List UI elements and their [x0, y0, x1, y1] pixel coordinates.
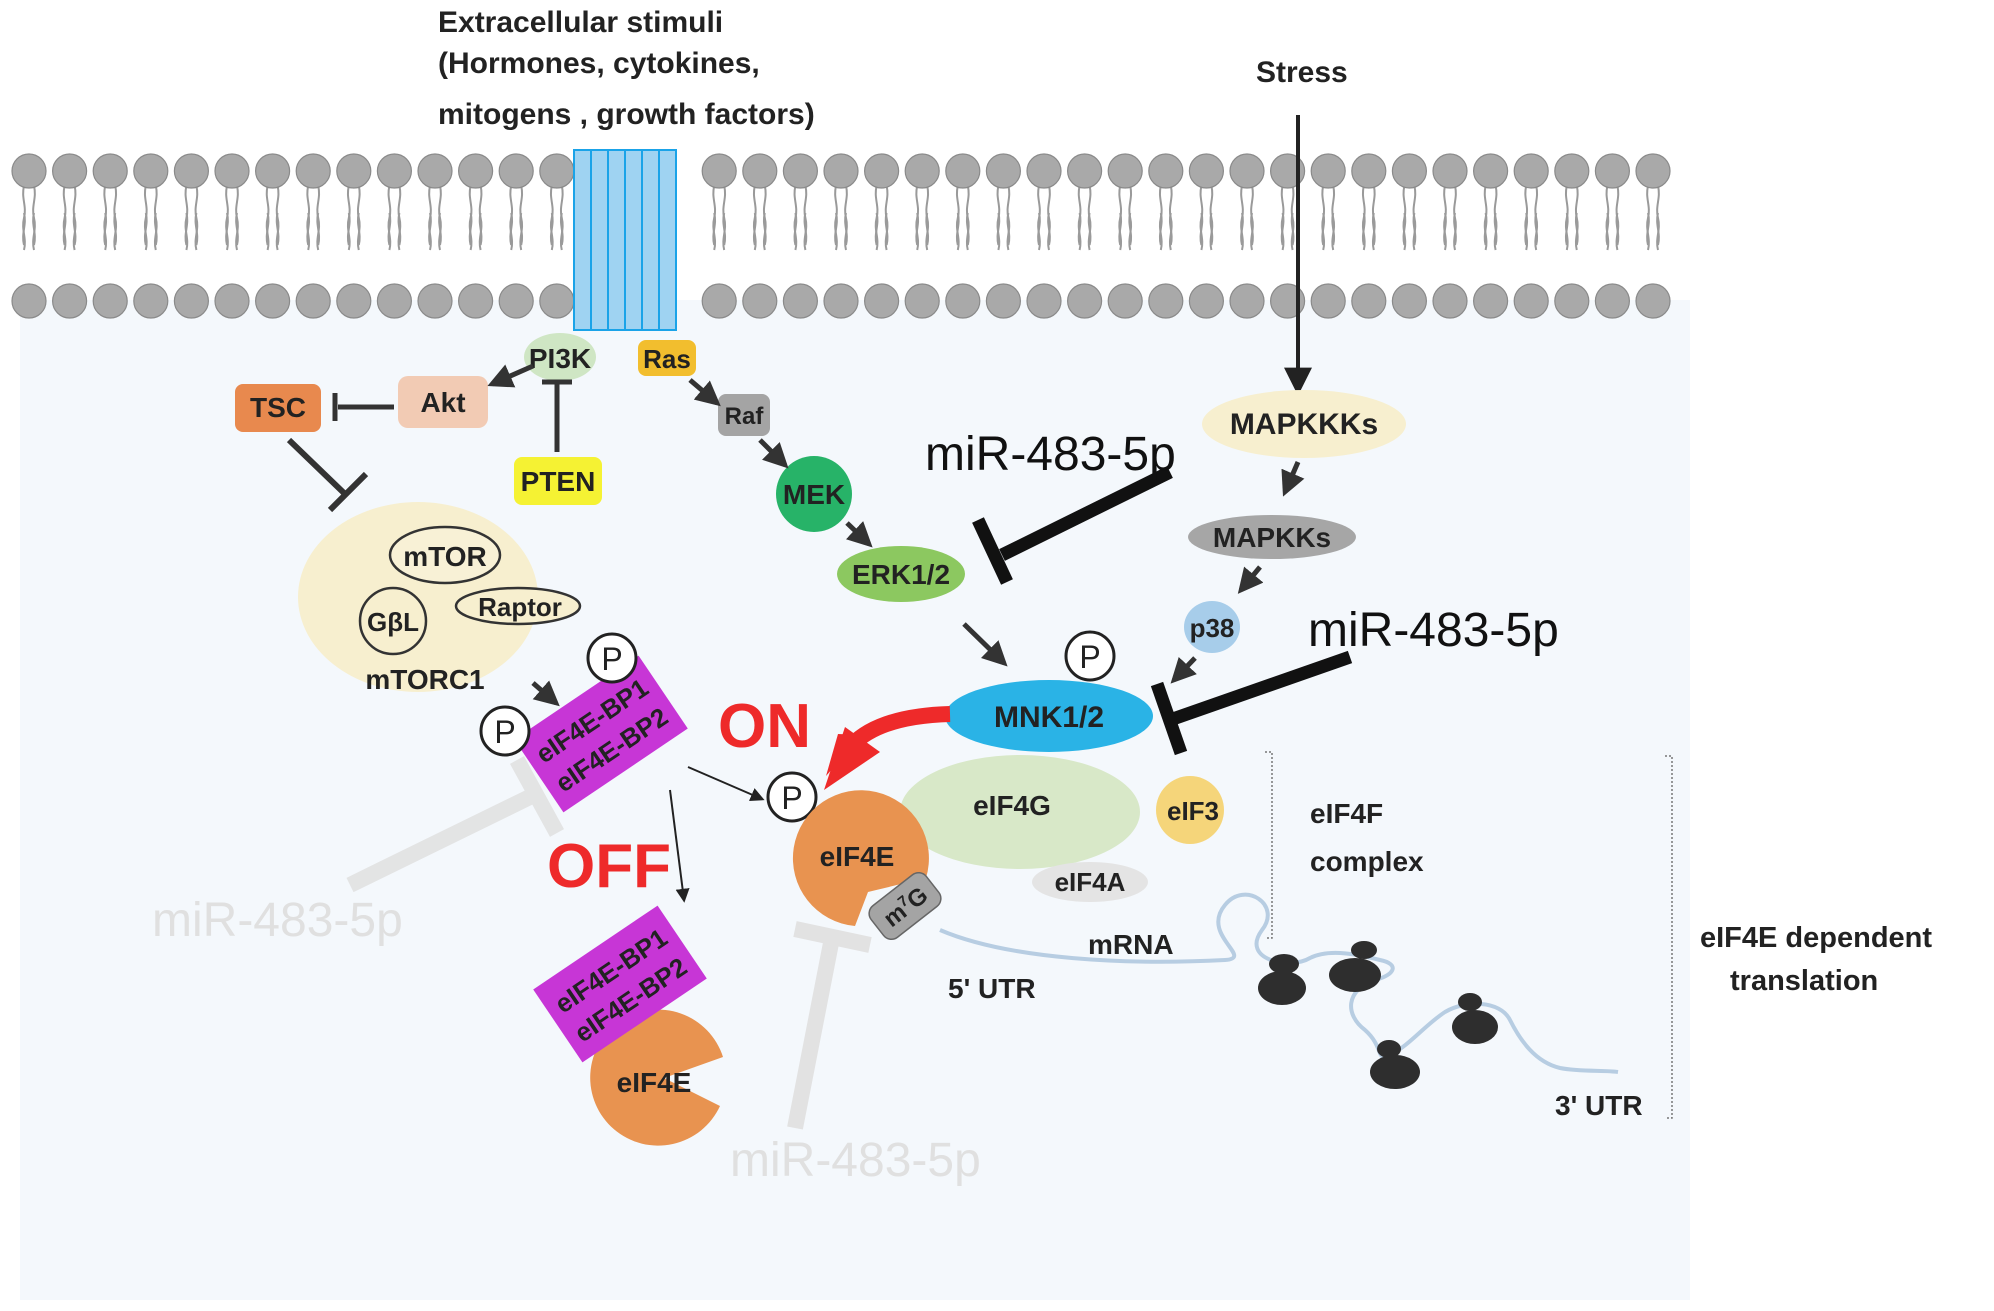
extracellular-stimuli-label-3: mitogens , growth factors) — [438, 98, 815, 131]
m7g-cap: m7G — [868, 871, 942, 941]
translation-label: eIF4E dependent — [1700, 922, 1932, 954]
akt-node — [398, 376, 488, 428]
mek-label: MEK — [783, 479, 845, 510]
ribosome-2 — [1329, 941, 1381, 992]
pten-label: PTEN — [521, 466, 596, 497]
phospho-eif4e: P — [766, 771, 818, 823]
p38-node — [1184, 601, 1240, 653]
off-label: OFF — [547, 832, 671, 901]
tsc-node — [235, 384, 321, 432]
utr3-label: 3' UTR — [1555, 1090, 1643, 1121]
mir-label-mnk: miR-483-5p — [1308, 604, 1559, 657]
mir-label-erk: miR-483-5p — [925, 428, 1176, 481]
faded-mir-inhibitor-bp — [346, 756, 565, 893]
membrane-receptor — [573, 149, 677, 331]
ribosome-4 — [1370, 1040, 1420, 1089]
mek-erk-arrow — [845, 521, 873, 548]
svg-text:P: P — [601, 641, 622, 677]
svg-text:P: P — [1079, 639, 1100, 675]
mir-inhibitor-mnk — [1150, 650, 1353, 756]
mrna-strand — [939, 892, 1619, 1074]
mir-label-faded-left: miR-483-5p — [152, 894, 403, 947]
mapkks-label: MAPKKs — [1213, 522, 1331, 553]
mrna-label: mRNA — [1088, 929, 1174, 960]
mnk-label: MNK1/2 — [994, 701, 1104, 734]
phospho-bp-top: P — [586, 632, 638, 684]
mapkkk-mapkk-arrow — [1281, 461, 1305, 497]
svg-text:P: P — [781, 780, 802, 816]
raf-label: Raf — [725, 403, 765, 430]
phospho-mnk: P — [1064, 630, 1116, 682]
pi3k-label: PI3K — [529, 343, 591, 374]
eif4f-label: eIF4F — [1310, 798, 1383, 829]
mapkk-p38-arrow — [1237, 565, 1264, 594]
eif4f-bracket — [1265, 751, 1273, 939]
eif4e-released — [590, 1009, 723, 1146]
raptor-label: Raptor — [478, 592, 562, 622]
cell-membrane — [11, 153, 1671, 319]
eif4e-main — [792, 790, 929, 926]
p38-mnk-arrow — [1170, 656, 1197, 684]
eif4a-node — [1032, 862, 1148, 902]
eif4a-label: eIF4A — [1055, 867, 1126, 897]
mnk-node — [945, 680, 1153, 752]
bp-to-eif4e-arrow — [687, 766, 765, 801]
raf-node — [718, 394, 770, 436]
pi3k-akt-arrow — [487, 363, 535, 388]
eif4g-node — [900, 755, 1140, 869]
bp-release-arrow — [669, 789, 690, 903]
ras-node — [638, 340, 696, 376]
mapkkks-node — [1202, 390, 1406, 458]
tsc-inhibits-mtorc1 — [286, 437, 348, 497]
phospho-bp-left: P — [479, 705, 531, 757]
translation-label-2: translation — [1730, 965, 1878, 997]
ribosome-1 — [1258, 954, 1306, 1005]
akt-label: Akt — [420, 387, 465, 418]
red-arrow-tip — [824, 727, 880, 790]
on-label: ON — [718, 692, 811, 761]
raptor-subunit — [454, 586, 582, 626]
gbl-subunit — [358, 586, 428, 656]
extracellular-stimuli-label: Extracellular stimuli — [438, 6, 723, 39]
mtorc1-complex — [298, 502, 538, 692]
mapkkks-label: MAPKKKs — [1230, 408, 1378, 441]
eif4g-label: eIF4G — [973, 790, 1051, 821]
faded-mir-inhibitor-eif4e — [787, 921, 872, 1130]
tsc-mtorc1-bar — [327, 471, 369, 513]
erk-node — [837, 546, 965, 602]
p38-label: p38 — [1190, 613, 1235, 643]
mtorc1-label: mTORC1 — [365, 664, 484, 695]
svg-text:P: P — [494, 714, 515, 750]
erk-mnk-arrow — [962, 622, 1008, 667]
utr5-label: 5' UTR — [948, 973, 1036, 1004]
eif3-node — [1156, 776, 1224, 844]
eif4e-released-label: eIF4E — [617, 1067, 692, 1098]
translation-bracket — [1665, 755, 1673, 1119]
eif4f-label-2: complex — [1310, 846, 1424, 877]
stress-label: Stress — [1256, 56, 1348, 89]
mtorc1-bp-arrow — [531, 680, 560, 707]
ras-label: Ras — [643, 344, 691, 374]
pten-node — [514, 457, 602, 505]
mir-label-faded-bottom: miR-483-5p — [730, 1134, 981, 1187]
ribosome-3 — [1452, 993, 1498, 1044]
mapkks-node — [1188, 515, 1356, 559]
eif3-label: eIF3 — [1167, 796, 1219, 826]
extracellular-stimuli-label-2: (Hormones, cytokines, — [438, 47, 760, 80]
mtor-label: mTOR — [403, 541, 487, 572]
ras-raf-arrow — [688, 378, 721, 407]
eif4e-main-label: eIF4E — [820, 841, 895, 872]
gbl-label: GβL — [367, 607, 419, 637]
mir-inhibitor-erk — [972, 466, 1173, 585]
erk-label: ERK1/2 — [852, 559, 950, 590]
raf-mek-arrow — [758, 438, 789, 469]
mek-node — [776, 456, 852, 532]
pi3k-node — [524, 333, 596, 381]
tsc-label: TSC — [250, 392, 306, 423]
mtor-subunit — [388, 525, 502, 585]
